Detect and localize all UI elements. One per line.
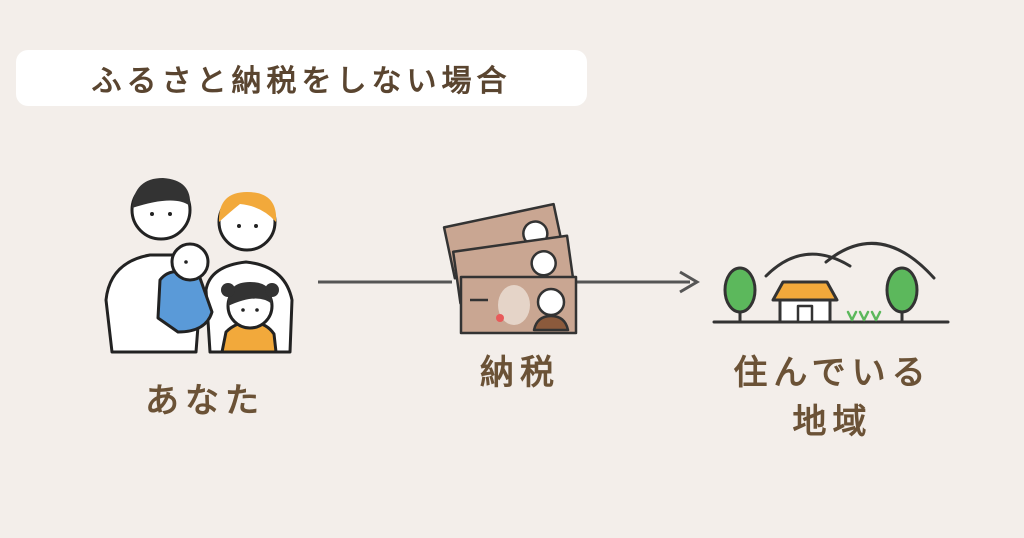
arrow-head-icon xyxy=(679,270,700,294)
banknotes-icon xyxy=(442,202,578,335)
title-chip: ふるさと納税をしない場合 xyxy=(16,50,587,106)
family-icon xyxy=(104,178,294,354)
node-label-tax: 納税 xyxy=(480,353,560,393)
node-label-area-line1: 住んでいる xyxy=(733,353,932,393)
title-text: ふるさと納税をしない場合 xyxy=(91,64,512,99)
node-label-area-line2: 地域 xyxy=(792,402,873,443)
node-label-you: あなた xyxy=(145,381,265,421)
town-icon xyxy=(712,241,950,324)
node-label-area: 住んでいる 地域 xyxy=(705,349,960,448)
